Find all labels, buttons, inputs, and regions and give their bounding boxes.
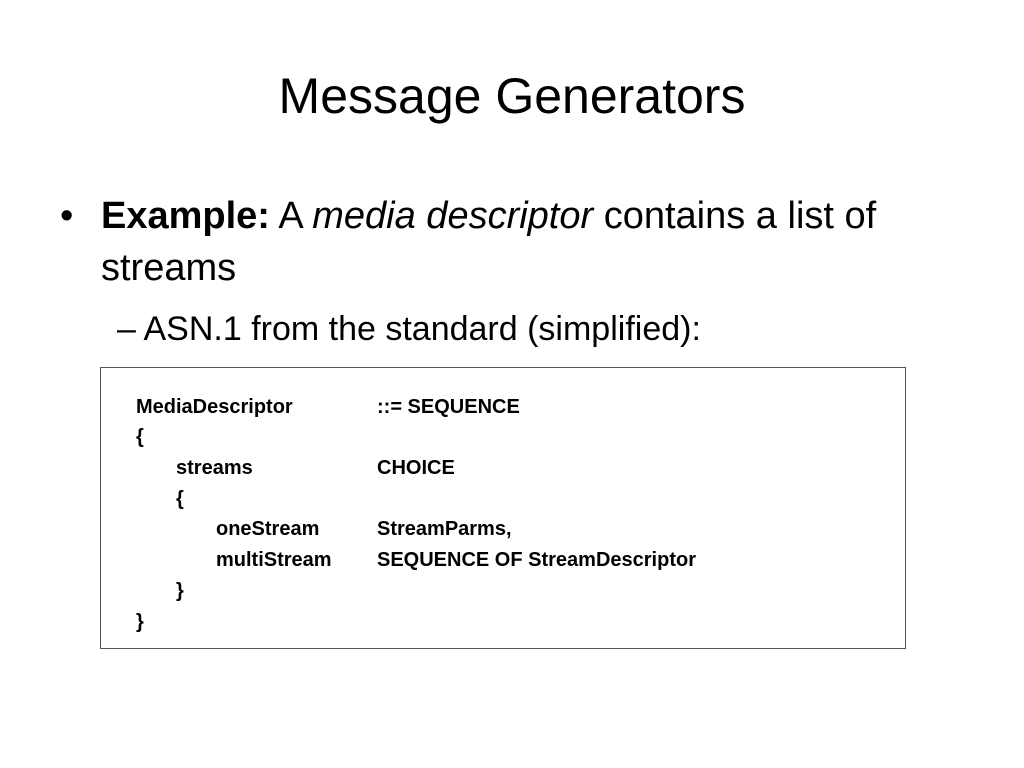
code-line-1-value: ::= SEQUENCE <box>377 396 520 418</box>
sub-bullet-1: – ASN.1 from the standard (simplified): <box>117 310 701 348</box>
bullet-1-text: Example: A media descriptor contains a l… <box>101 190 940 294</box>
code-line-1-name: MediaDescriptor <box>136 396 293 418</box>
code-line-5-value: StreamParms, <box>377 518 512 540</box>
code-line-3-value: CHOICE <box>377 457 455 479</box>
bullet-glyph: • <box>60 195 74 237</box>
code-line-7-brace: } <box>176 580 184 602</box>
code-line-5-name: oneStream <box>216 518 320 540</box>
asn1-code-box: MediaDescriptor ::= SEQUENCE { streams C… <box>100 367 906 649</box>
bullet-point-1: • Example: A media descriptor contains a… <box>60 190 940 294</box>
code-line-2-brace: { <box>136 426 144 448</box>
bullet-1-text-b: contains a list of streams <box>101 195 877 289</box>
bullet-1-bold-lead: Example: <box>101 195 270 237</box>
code-line-6-value: SEQUENCE OF StreamDescriptor <box>377 549 696 571</box>
code-line-8-brace: } <box>136 611 144 633</box>
code-line-4-brace: { <box>176 488 184 510</box>
slide-title: Message Generators <box>278 68 746 124</box>
code-line-6-name: multiStream <box>216 549 332 571</box>
code-line-3-name: streams <box>176 457 253 479</box>
bullet-1-text-a: A <box>269 195 313 237</box>
bullet-1-italic-term: media descriptor <box>312 195 594 237</box>
